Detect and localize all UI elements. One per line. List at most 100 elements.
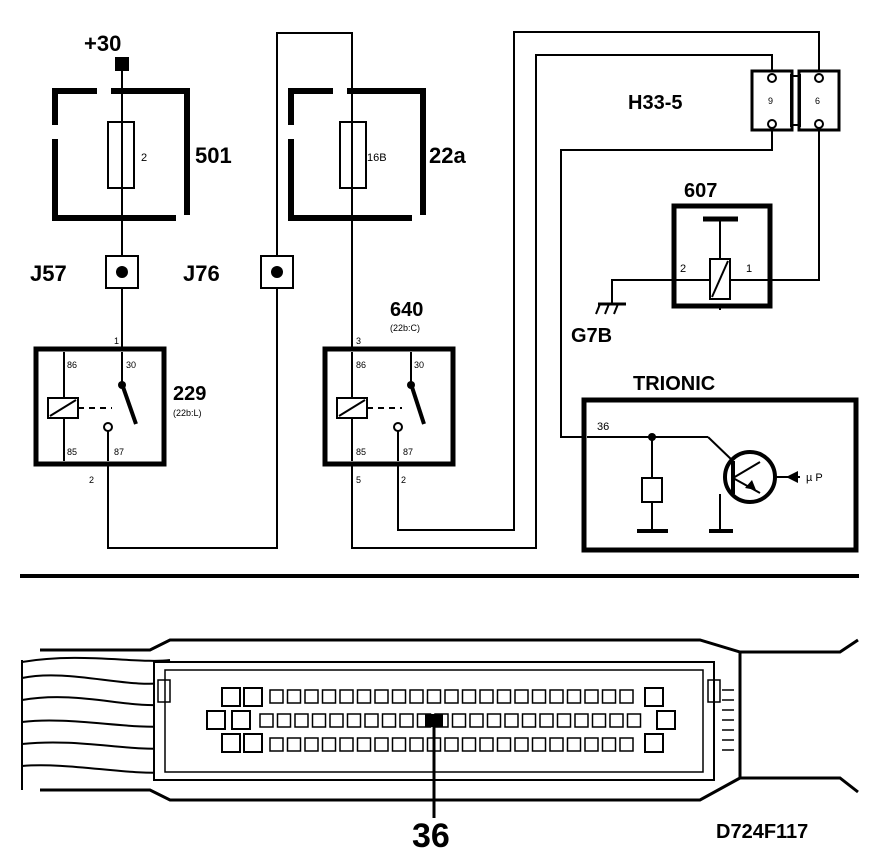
connector-pin (486, 713, 502, 728)
trionic-label: TRIONIC (633, 373, 715, 395)
connector-pin (574, 713, 589, 728)
relay-229-pin-30: 30 (126, 360, 136, 370)
ground-label: G7B (571, 325, 612, 347)
relay-229-label: 229 (173, 383, 206, 405)
drawing-code: D724F117 (716, 821, 808, 843)
connector-h33-5: H33-5 9 6 (628, 69, 841, 132)
connector-pin (584, 689, 599, 704)
connector-j57: J57 (30, 255, 139, 289)
connector-pin (259, 713, 274, 728)
h33-5-pin-9: 9 (768, 96, 773, 106)
relay-229-sub: (22b:L) (173, 408, 202, 418)
connector-pin (269, 689, 284, 704)
connector-pin (496, 689, 512, 704)
607-pin-2: 2 (680, 263, 686, 275)
fuse-22a-rating: 16B (367, 152, 387, 164)
connector-j76: J76 (183, 255, 294, 289)
relay-229-pin-86: 86 (67, 360, 77, 370)
connector-pin (381, 713, 397, 728)
connector-pin (566, 689, 582, 704)
fuse-501-box: 2 501 (52, 88, 232, 221)
connector-pin (584, 737, 599, 752)
connector-pin (356, 737, 372, 752)
connector-pin (514, 689, 529, 704)
connector-pin (531, 737, 547, 752)
relay-640-wire-out-left: 5 (356, 475, 361, 485)
h33-5-pin-6: 6 (815, 96, 820, 106)
connector-pin (626, 713, 642, 728)
connector-pin (461, 737, 477, 752)
connector-pin (364, 713, 379, 728)
relay-229-wire-in: 1 (114, 336, 119, 346)
connector-pin (479, 737, 494, 752)
connector-pin (601, 737, 617, 752)
connector-pin (601, 689, 617, 704)
relay-229: 86 30 85 87 1 2 229 (22b:L) (33, 336, 206, 485)
fuse-501-label: 501 (195, 143, 232, 168)
connector-pin (549, 689, 564, 704)
connector-pin (496, 737, 512, 752)
connector-pin (311, 713, 327, 728)
relay-640-pin-85: 85 (356, 447, 366, 457)
connector-pin (461, 689, 477, 704)
connector-pin (591, 713, 607, 728)
connector-pin (399, 713, 414, 728)
trionic-mp-label: µ P (806, 472, 823, 484)
connector-pin (504, 713, 519, 728)
connector-pin (409, 689, 424, 704)
connector-pin (286, 689, 302, 704)
wiring-lines (107, 31, 820, 549)
fuse-22a-box: 16B 22a (288, 88, 466, 221)
connector-pin (609, 713, 624, 728)
connector-pin (556, 713, 572, 728)
wire-640-87-to-h33 (397, 31, 820, 531)
connector-pin (391, 737, 407, 752)
connector-pin (374, 737, 389, 752)
trionic-unit: TRIONIC 36 µ P (581, 373, 859, 553)
connector-pin (321, 737, 337, 752)
connector-pin (521, 713, 537, 728)
relay-229-pin-85: 85 (67, 447, 77, 457)
relay-640-pin-86: 86 (356, 360, 366, 370)
connector-pin (619, 689, 634, 704)
connector-pin (304, 689, 319, 704)
j76-label: J76 (183, 261, 220, 286)
607-label: 607 (684, 180, 717, 202)
connector-pin (321, 689, 337, 704)
trionic-pin-36: 36 (597, 421, 609, 433)
connector-pin (444, 689, 459, 704)
wire-229-87-to-j76 (107, 32, 353, 549)
connector-pin (286, 737, 302, 752)
h33-5-label: H33-5 (628, 92, 682, 114)
607-pin-1: 1 (746, 263, 752, 275)
relay-640-label: 640 (390, 299, 423, 321)
connector-pin (619, 737, 634, 752)
relay-640-pin-87: 87 (403, 447, 413, 457)
connector-pin (566, 737, 582, 752)
connector-pin (549, 737, 564, 752)
connector-pin (409, 737, 424, 752)
supply-label: +30 (84, 31, 121, 56)
connector-pin (514, 737, 529, 752)
relay-640-wire-in: 3 (356, 336, 361, 346)
relay-640-sub: (22b:C) (390, 323, 420, 333)
connector-pin (391, 689, 407, 704)
supply-terminal (115, 57, 129, 71)
wire-640-85-loop (351, 54, 773, 549)
ecu-connector-view: 36 (21, 638, 859, 855)
connector-pin (269, 737, 284, 752)
connector-pin (469, 713, 484, 728)
connector-pin (346, 713, 362, 728)
connector-pin (339, 737, 354, 752)
relay-640-pin-30: 30 (414, 360, 424, 370)
j57-label: J57 (30, 261, 67, 286)
relay-640: 86 30 85 87 3 5 2 640 (22b:C) (322, 299, 456, 485)
connector-pin (276, 713, 292, 728)
connector-pin (304, 737, 319, 752)
connector-pin (451, 713, 467, 728)
connector-pin (374, 689, 389, 704)
connector-pin (426, 689, 442, 704)
connector-pin (329, 713, 344, 728)
pin-callout: 36 (412, 817, 450, 855)
